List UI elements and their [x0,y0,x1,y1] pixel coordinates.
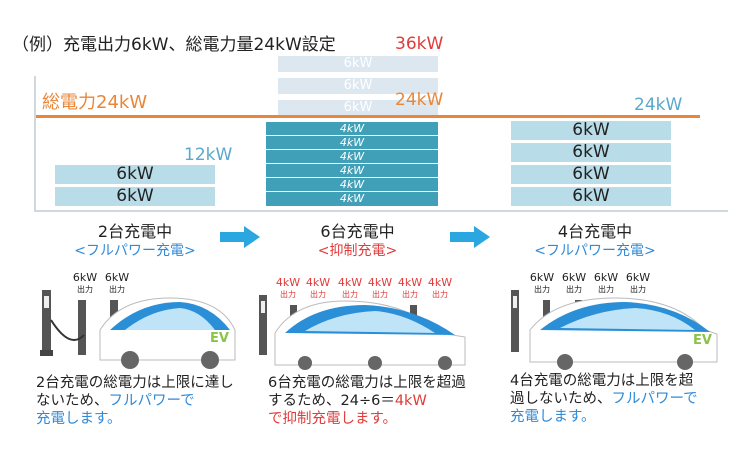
capped-block: 4kW [266,163,438,177]
capped-block: 4kW [266,121,438,135]
scenario-1-description: 2台充電の総電力は上限に達しないため、フルパワーで充電します。 [36,375,234,427]
scenario-3-mode: <フルパワー充電> [534,243,656,259]
ev-charging-illustration: EV [40,290,236,369]
limit-label: 総電力24kW [42,92,148,113]
chart-frame [34,76,728,212]
excess-block: 6kW [278,55,438,72]
capped-block: 4kW [266,177,438,191]
scenario-3-name: 4台充電中 [557,222,633,241]
ev-charging-illustration [259,295,466,370]
capped-block: 4kW [266,149,438,163]
power-block: 6kW [511,163,671,184]
capped-block: 4kW [266,135,438,149]
scenario-1-mode: <フルパワー充電> [74,243,196,259]
ev-charging-illustration: EV [511,290,718,370]
scenario-3-description: 4台充電の総電力は上限を超過しないため、フルパワーで充電します。 [510,373,698,425]
ev-badge: EV [693,333,712,348]
scenario-1-name: 2台充電中 [97,222,173,241]
scenario-2-limit-label: 24kW [395,90,444,110]
scenario-2-total: 36kW [395,34,444,54]
scenario-2-name: 6台充電中 [320,222,395,241]
power-block: 6kW [55,185,215,206]
scenario-2-mode: <抑制充電> [317,243,398,259]
power-block: 6kW [511,141,671,162]
excess-block: 6kW [278,77,438,94]
arrow-right-icon [450,226,490,248]
power-block: 6kW [511,119,671,140]
arrow-right-icon [220,226,260,248]
excess-block: 6kW [278,99,438,116]
scenario-1-total: 12kW [184,145,233,165]
power-block: 6kW [55,163,215,184]
capped-block: 4kW [266,191,438,206]
limit-line [36,115,700,118]
page-title: （例）充電出力6kW、総電力量24kW設定 [12,35,336,55]
ev-badge: EV [210,331,229,346]
power-block: 6kW [511,185,671,206]
scenario-3-total: 24kW [634,95,683,115]
